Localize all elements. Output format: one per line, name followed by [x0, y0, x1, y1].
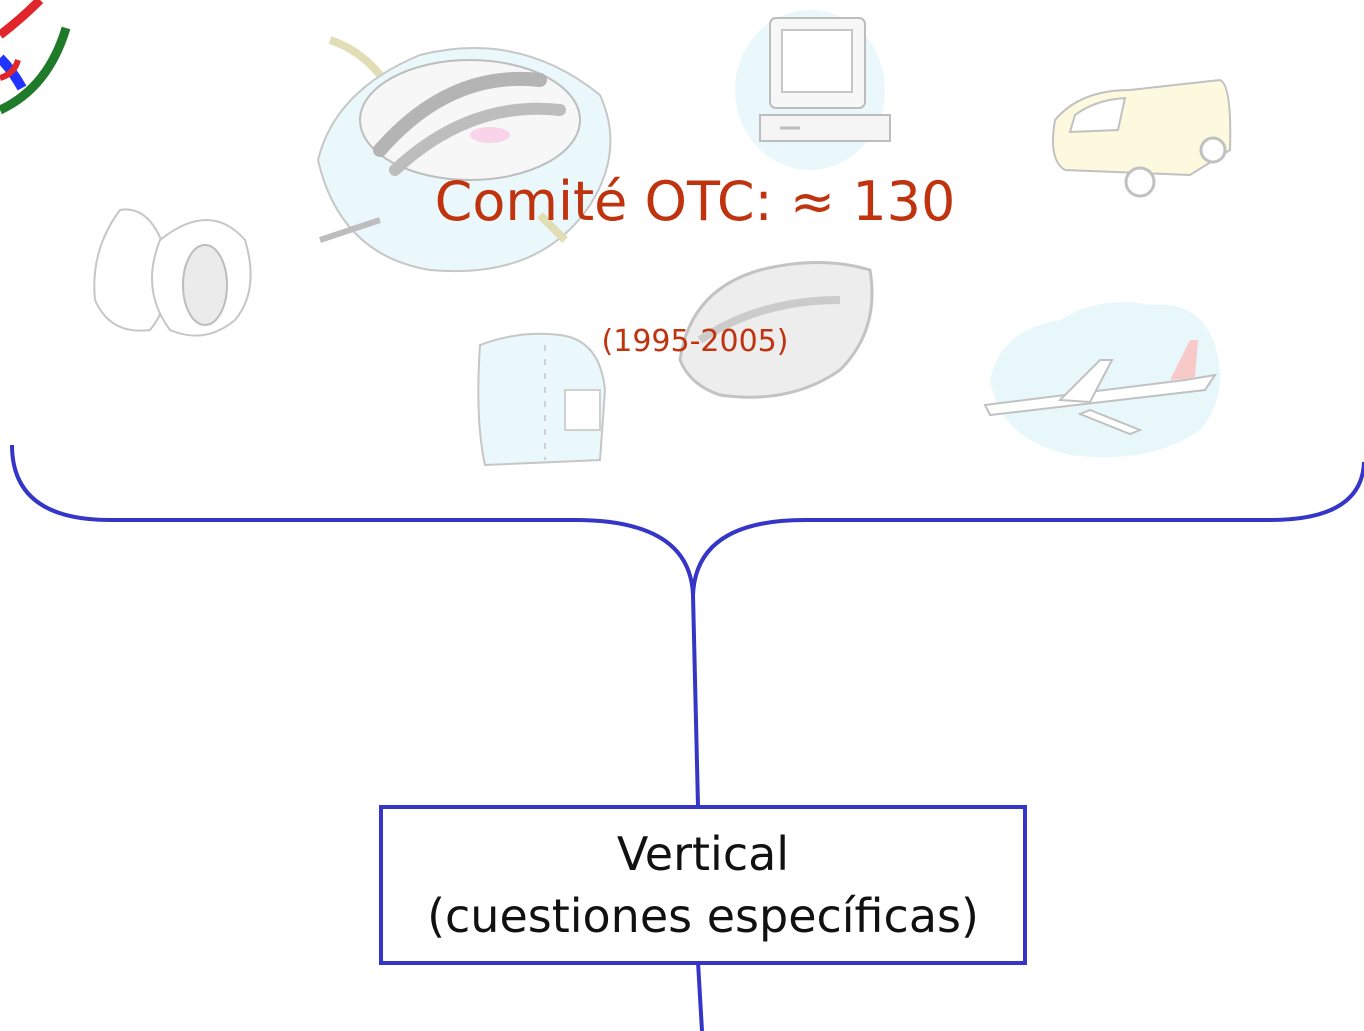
- shirt-icon: [477, 332, 607, 467]
- box-line-2: (cuestiones específicas): [427, 889, 979, 943]
- fish-platter-icon: [316, 36, 612, 273]
- vertical-category-box: Vertical (cuestiones específicas): [379, 805, 1027, 965]
- papaya-icon: [93, 208, 252, 337]
- vertical-connector: [691, 594, 700, 807]
- airplane-icon: [983, 302, 1220, 458]
- box-line-1: Vertical: [616, 827, 790, 881]
- wto-logo-icon: [0, 0, 71, 115]
- computer-icon: [735, 10, 891, 170]
- shoes-icon: [678, 261, 874, 399]
- diagram-subtitle: (1995-2005): [601, 324, 789, 359]
- van-icon: [1052, 78, 1232, 198]
- brace-connector: [10, 444, 1364, 596]
- diagram-title: Comité OTC: ≈ 130: [434, 170, 956, 233]
- lower-connector: [696, 961, 704, 1031]
